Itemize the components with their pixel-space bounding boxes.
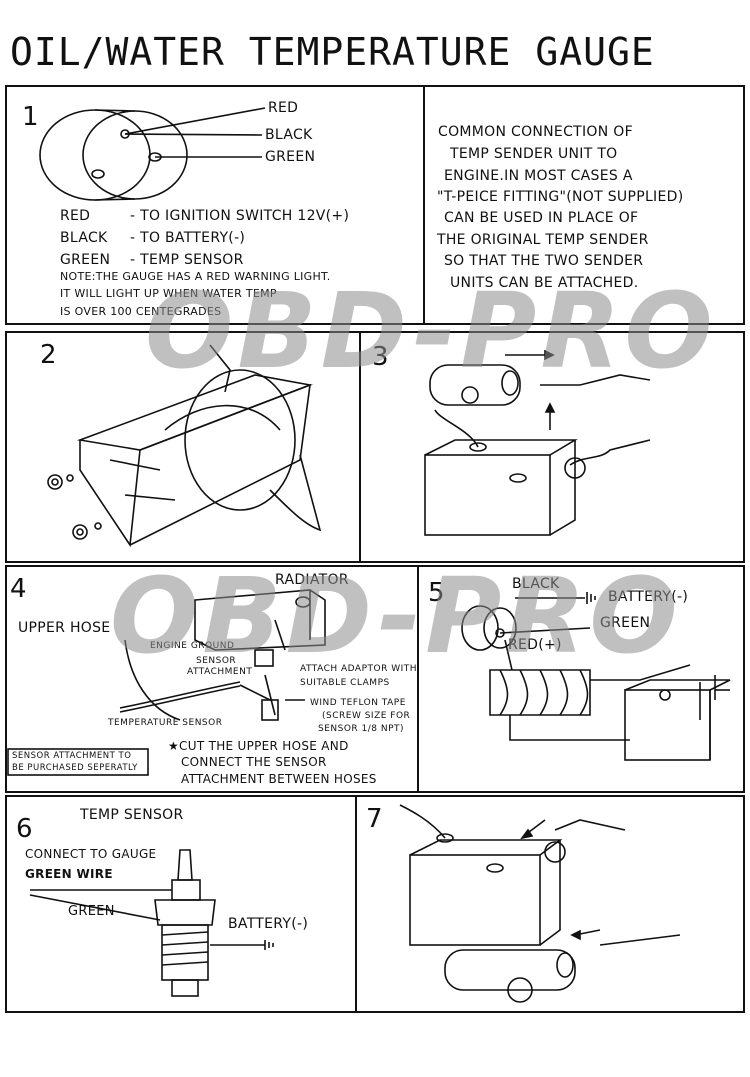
- step-number-7: 7: [366, 804, 383, 834]
- info-line: THE ORIGINAL TEMP SENDER: [437, 232, 649, 248]
- connection-desc: - TO BATTERY(-): [130, 230, 246, 246]
- reconnect-drawing: [399, 804, 681, 1003]
- note-line: IT WILL LIGHT UP WHEN WATER TEMP: [60, 287, 277, 300]
- temperature-sensor-label: TEMPERATURE SENSOR: [108, 718, 223, 728]
- panel-6-7-frame: [5, 795, 745, 1013]
- red-wire-label: RED(+): [508, 637, 562, 653]
- watermark: OBD-PRO: [110, 555, 682, 677]
- watermark: OBD-PRO: [145, 270, 717, 392]
- info-line: "T-PEICE FITTING"(NOT SUPPLIED): [437, 189, 684, 205]
- step-number-2: 2: [40, 340, 57, 370]
- teflon-label: SENSOR 1/8 NPT): [318, 724, 405, 734]
- connection-wire: BLACK: [60, 230, 108, 246]
- step-number-3: 3: [372, 342, 389, 372]
- connection-desc: - TO IGNITION SWITCH 12V(+): [130, 208, 350, 224]
- gauge-drawing: [39, 107, 266, 201]
- upper-hose-label: UPPER HOSE: [18, 620, 111, 636]
- step-number-6: 6: [16, 814, 33, 844]
- sensor-attachment-label: ATTACHMENT: [187, 667, 253, 677]
- info-line: ENGINE.IN MOST CASES A: [444, 168, 633, 184]
- engine-ground-label: ENGINE GROUND: [150, 641, 235, 651]
- info-line: SO THAT THE TWO SENDER: [444, 253, 644, 269]
- mounting-drawing: [47, 344, 322, 548]
- teflon-label: WIND TEFLON TAPE: [310, 698, 406, 708]
- panel-1-frame: [5, 85, 745, 325]
- adaptor-label: ATTACH ADAPTOR WITH: [300, 664, 418, 674]
- cut-note: ★CUT THE UPPER HOSE AND: [168, 739, 349, 753]
- battery-negative-label: BATTERY(-): [608, 589, 689, 605]
- page-title: OIL/WATER TEMPERATURE GAUGE: [10, 30, 655, 74]
- green-wire-label: GREEN WIRE: [25, 867, 113, 881]
- cut-note: ATTACHMENT BETWEEN HOSES: [181, 772, 377, 786]
- black-wire-label: BLACK: [512, 576, 560, 592]
- wire-label-black: BLACK: [265, 127, 313, 143]
- green-label: GREEN: [68, 904, 115, 919]
- wire-label-green: GREEN: [265, 149, 316, 165]
- panel-2-3-frame: [5, 331, 745, 563]
- radiator-label: RADIATOR: [275, 572, 349, 588]
- wire-label-red: RED: [268, 100, 299, 116]
- temp-sensor-drawing: [29, 849, 274, 997]
- info-line: CAN BE USED IN PLACE OF: [444, 210, 639, 226]
- connection-wire: GREEN: [60, 252, 111, 268]
- radiator-hose-drawing: [7, 589, 326, 776]
- note-line: NOTE:THE GAUGE HAS A RED WARNING LIGHT.: [60, 270, 331, 283]
- wire-connection-list: RED - TO IGNITION SWITCH 12V(+) BLACK - TO…: [60, 205, 349, 271]
- battery-negative-label: BATTERY(-): [228, 916, 309, 932]
- purchase-note: SENSOR ATTACHMENT TO: [12, 751, 132, 761]
- teflon-label: (SCREW SIZE FOR: [322, 711, 411, 721]
- cut-note: CONNECT THE SENSOR: [181, 755, 327, 769]
- adaptor-label: SUITABLE CLAMPS: [300, 678, 390, 688]
- purchase-note: BE PURCHASED SEPERATLY: [12, 763, 138, 773]
- connection-desc: - TEMP SENSOR: [130, 252, 244, 268]
- connect-gauge-label: CONNECT TO GAUGE: [25, 847, 157, 861]
- battery-disconnect-drawing: [424, 349, 651, 536]
- wiring-diagram: [461, 592, 731, 761]
- step-number-4: 4: [10, 574, 27, 604]
- info-line: TEMP SENDER UNIT TO: [450, 146, 618, 162]
- green-wire-label: GREEN: [600, 615, 651, 631]
- info-line: UNITS CAN BE ATTACHED.: [450, 275, 639, 291]
- temp-sensor-label: TEMP SENSOR: [80, 807, 184, 823]
- panel-4-5-frame: [5, 565, 745, 793]
- connection-wire: RED: [60, 208, 91, 224]
- info-line: COMMON CONNECTION OF: [438, 124, 633, 140]
- note-line: IS OVER 100 CENTEGRADES: [60, 305, 222, 318]
- step-number-1: 1: [22, 102, 39, 132]
- sensor-attachment-label: SENSOR: [196, 656, 237, 666]
- step-number-5: 5: [428, 578, 445, 608]
